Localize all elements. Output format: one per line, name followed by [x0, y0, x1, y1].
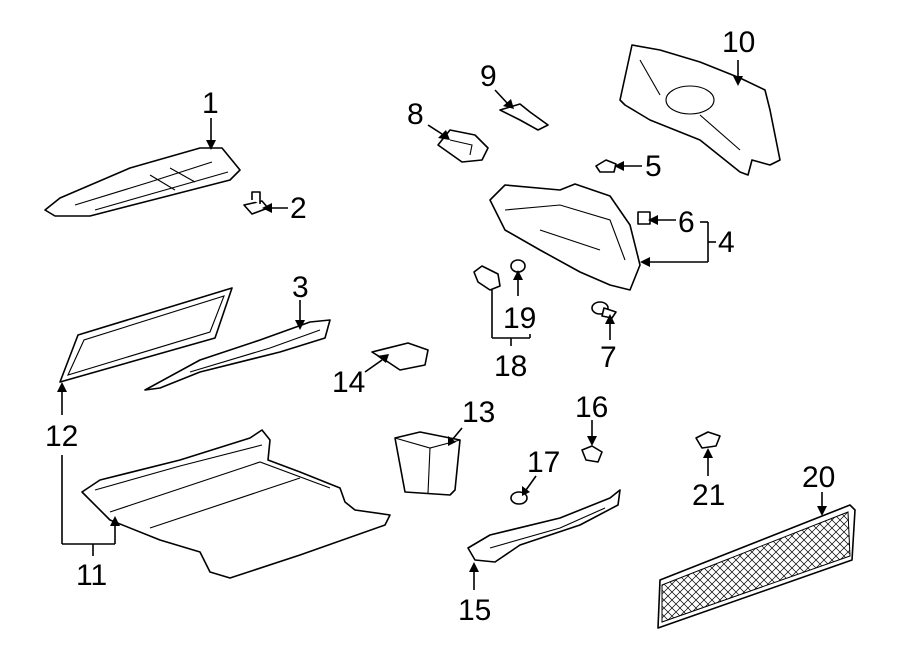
callout-15: 15 — [458, 594, 491, 627]
callout-14: 14 — [332, 366, 365, 399]
part-15-sill-plate — [467, 489, 621, 563]
callout-7: 7 — [600, 341, 617, 374]
part-8-bracket — [437, 129, 489, 163]
callout-2: 2 — [290, 192, 307, 225]
callout-16: 16 — [575, 391, 608, 424]
part-7-retainer — [591, 301, 617, 319]
callout-6: 6 — [678, 206, 695, 239]
part-18-handle — [473, 265, 501, 291]
callout-17: 17 — [527, 446, 560, 479]
leader-lines — [57, 60, 827, 590]
callout-1: 1 — [202, 87, 219, 120]
part-9-clip-strip — [499, 103, 549, 131]
callout-4: 4 — [718, 226, 735, 259]
part-21-push-pin — [695, 431, 721, 449]
callout-18: 18 — [494, 350, 527, 383]
part-5-nut — [595, 159, 617, 173]
callout-19: 19 — [503, 302, 536, 335]
part-12-partition-panel — [59, 287, 233, 383]
callout-8: 8 — [407, 98, 424, 131]
callout-12: 12 — [45, 420, 78, 453]
part-3-sill-trim — [144, 319, 331, 391]
callout-21: 21 — [692, 479, 725, 512]
part-13-storage-bin — [394, 431, 461, 496]
part-10-wheelhouse-trim — [619, 44, 781, 176]
callout-20: 20 — [802, 461, 835, 494]
callout-3: 3 — [292, 271, 309, 304]
part-2-push-pin — [243, 191, 269, 215]
part-1-package-tray — [44, 147, 241, 217]
part-4-side-trim — [489, 183, 641, 291]
part-6-clip — [637, 211, 651, 225]
part-16-fastener — [581, 445, 603, 463]
callout-5: 5 — [645, 150, 662, 183]
part-20-cargo-net — [657, 504, 856, 629]
callout-labels: 1 2 3 4 5 6 7 8 9 10 11 12 13 14 15 16 1… — [45, 26, 835, 627]
callout-11: 11 — [76, 559, 107, 592]
callout-9: 9 — [480, 60, 497, 93]
part-11-floor-mat — [81, 429, 391, 579]
callout-10: 10 — [722, 26, 755, 59]
callout-13: 13 — [462, 396, 495, 429]
